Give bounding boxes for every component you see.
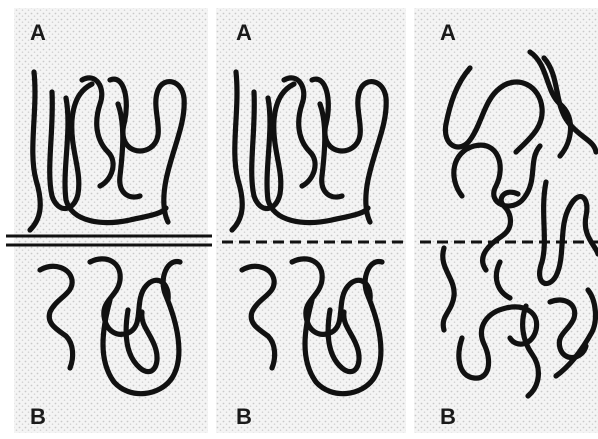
panel-3-bottom-label: B (440, 404, 456, 429)
panel-2: A B (216, 8, 406, 433)
panel-1-bottom-label: B (30, 404, 46, 429)
panel-3-background (414, 8, 598, 433)
panel-2-top-label: A (236, 20, 252, 45)
panel-2-bottom-label: B (236, 404, 252, 429)
panel-3-top-label: A (440, 20, 456, 45)
panel-1: A B (6, 8, 212, 433)
panel-3: A B (414, 8, 598, 433)
panel-1-top-label: A (30, 20, 46, 45)
